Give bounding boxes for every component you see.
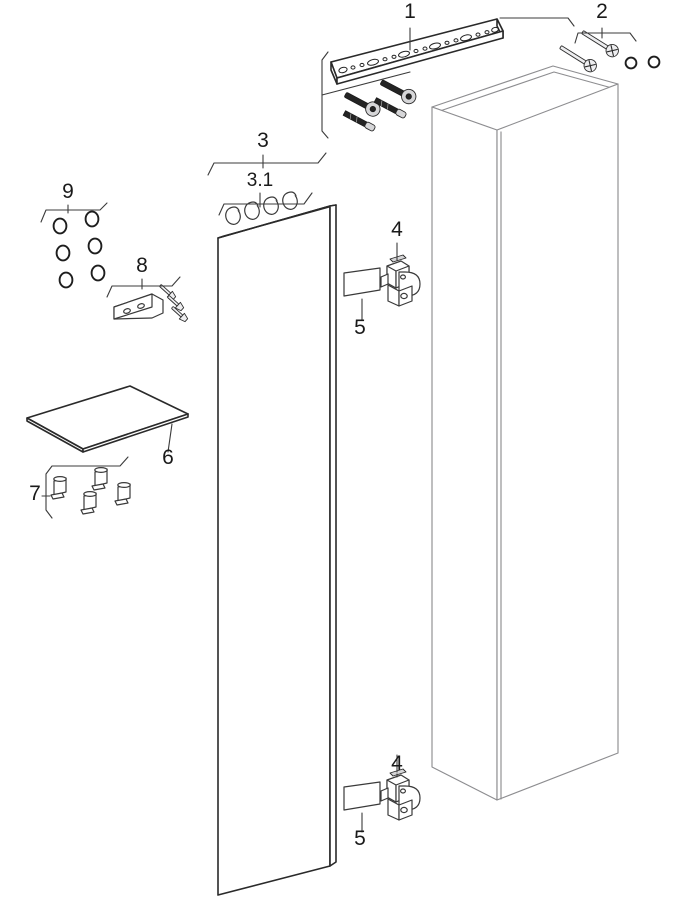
part-shelf-panel (26, 385, 189, 453)
part-hinge-cover-top (343, 267, 381, 297)
leader-1 (321, 17, 575, 139)
callout-label-8: 8 (136, 254, 148, 277)
part-door-panel (217, 204, 337, 896)
leader-7 (41, 456, 129, 519)
part-shelf-pins (50, 467, 131, 515)
shelf-pin (80, 491, 97, 515)
callout-label-1: 1 (404, 0, 416, 23)
callout-label-5-bottom: 5 (354, 827, 366, 850)
cam-fitting (282, 191, 298, 210)
part-cam-fittings (225, 191, 298, 225)
leader-6 (167, 423, 173, 453)
leader-3-1 (218, 192, 313, 216)
leader-9 (40, 202, 108, 223)
callout-label-4-top: 4 (391, 218, 403, 241)
callout-label-9: 9 (62, 180, 74, 203)
callout-label-7: 7 (29, 482, 41, 505)
leader-3 (207, 152, 327, 176)
callout-label-5-top: 5 (354, 316, 366, 339)
shelf-pin (91, 467, 108, 491)
callout-label-3: 3 (257, 129, 269, 152)
shelf-pin (114, 482, 131, 506)
part-screws-washers (559, 30, 661, 73)
leader-8 (106, 276, 181, 298)
rail-holes (338, 26, 499, 74)
callout-label-4-bottom: 4 (391, 752, 403, 775)
cam-fitting (263, 196, 279, 215)
shelf-pin (50, 476, 67, 500)
part-hinge-top (380, 254, 421, 307)
part-mounting-rail (330, 18, 504, 85)
part-hinge-bottom (380, 768, 421, 821)
callout-label-3-1: 3.1 (247, 170, 273, 191)
cabinet-carcass (431, 65, 619, 801)
callout-label-2: 2 (596, 0, 608, 23)
callout-labels: 1 2 3 3.1 4 5 9 8 6 7 4 5 (29, 0, 608, 850)
callout-label-6: 6 (162, 446, 174, 469)
leader-2 (574, 27, 637, 44)
part-washer-set (52, 210, 106, 289)
part-hinge-cover-bottom (343, 781, 381, 811)
part-handle-bracket (113, 284, 189, 323)
rail-fasteners (342, 79, 417, 132)
cam-fitting (225, 206, 241, 225)
